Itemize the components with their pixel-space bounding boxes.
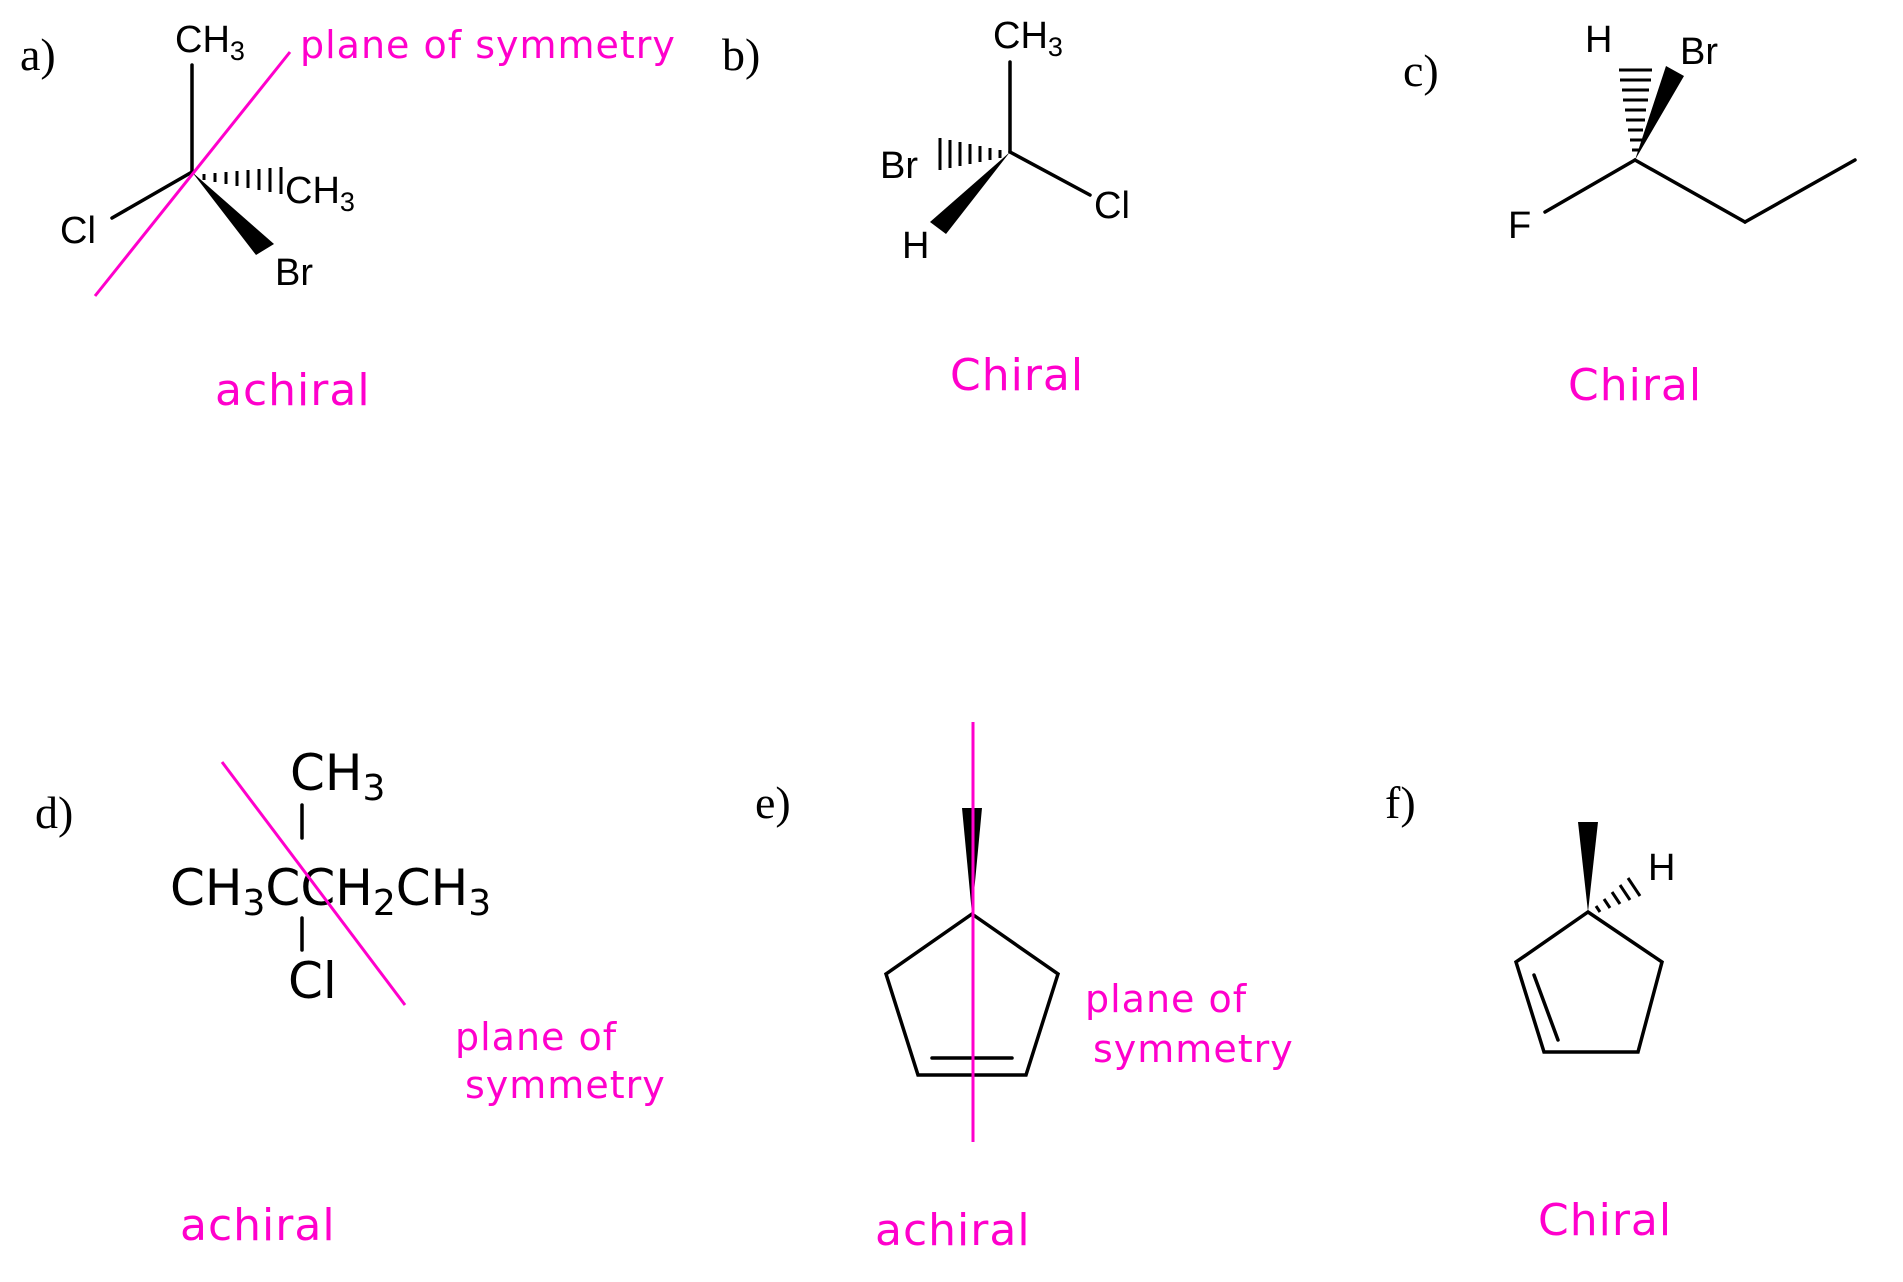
atom-a-top: CH3	[175, 19, 245, 66]
wedge-c-br	[1635, 66, 1684, 160]
bond-b-cl	[1008, 150, 1092, 197]
symmetry-note-d-1: plane of	[455, 1015, 618, 1059]
atom-b-left: Br	[880, 145, 918, 187]
verdict-b: Chiral	[950, 350, 1084, 401]
atom-b-top: CH3	[993, 15, 1063, 62]
atom-d-top: CH3	[290, 744, 385, 809]
hash-b-br	[938, 138, 1002, 170]
verdict-f: Chiral	[1538, 1195, 1672, 1246]
hash-f-h	[1594, 877, 1642, 913]
symmetry-note-e-2: symmetry	[1093, 1027, 1294, 1071]
ring-f	[1513, 909, 1665, 1054]
panel-f: f) H Chiral	[1385, 777, 1675, 1246]
panel-d: d) CH3 CH3CCH2CH3 Cl plane of symmetry a…	[35, 744, 666, 1251]
atom-f-h: H	[1648, 847, 1675, 889]
double-bond-f	[1532, 973, 1560, 1042]
atom-d-bottom: Cl	[288, 952, 337, 1010]
symmetry-note-d-2: symmetry	[465, 1063, 666, 1107]
wedge-b-h	[930, 152, 1010, 234]
verdict-a: achiral	[215, 365, 371, 416]
bond-c-ch3	[1743, 158, 1857, 224]
bond-c-ch2	[1633, 158, 1747, 224]
verdict-d: achiral	[180, 1200, 336, 1251]
atom-a-right: CH3	[285, 170, 355, 217]
wedge-a-br	[192, 172, 274, 255]
atom-d-main: CH3CCH2CH3	[170, 859, 491, 924]
hash-a-ch3	[202, 167, 283, 194]
panel-c: c) H Br F Chiral	[1403, 19, 1857, 411]
atom-a-left: Cl	[60, 210, 96, 252]
bond-a-cl	[110, 170, 194, 220]
verdict-e: achiral	[875, 1205, 1031, 1256]
symmetry-note-e-1: plane of	[1085, 977, 1248, 1021]
atom-c-br: Br	[1680, 31, 1718, 73]
panel-a: a) CH3 CH3 Cl Br plane of symmetry achir…	[20, 19, 676, 416]
atom-b-bottom: H	[902, 225, 929, 267]
atom-c-h: H	[1585, 19, 1612, 61]
verdict-c: Chiral	[1568, 360, 1702, 411]
hash-c-h	[1619, 68, 1652, 152]
atom-c-f: F	[1508, 205, 1531, 247]
symmetry-line-d	[220, 761, 407, 1006]
panel-b: b) CH3 Br Cl H Chiral	[722, 15, 1130, 401]
panel-label-f: f)	[1385, 777, 1416, 828]
panel-e: e) plane of symmetry achiral	[755, 722, 1294, 1256]
atom-a-bottom: Br	[275, 252, 313, 294]
panel-label-e: e)	[755, 777, 791, 828]
panel-label-c: c)	[1403, 45, 1439, 96]
bond-c-f	[1543, 158, 1637, 214]
panel-label-d: d)	[35, 787, 73, 838]
panel-label-a: a)	[20, 29, 56, 80]
panel-label-b: b)	[722, 29, 760, 80]
symmetry-line-a	[93, 51, 292, 297]
symmetry-note-a: plane of symmetry	[300, 23, 676, 67]
atom-b-right: Cl	[1094, 185, 1130, 227]
wedge-f-methyl	[1578, 822, 1598, 912]
